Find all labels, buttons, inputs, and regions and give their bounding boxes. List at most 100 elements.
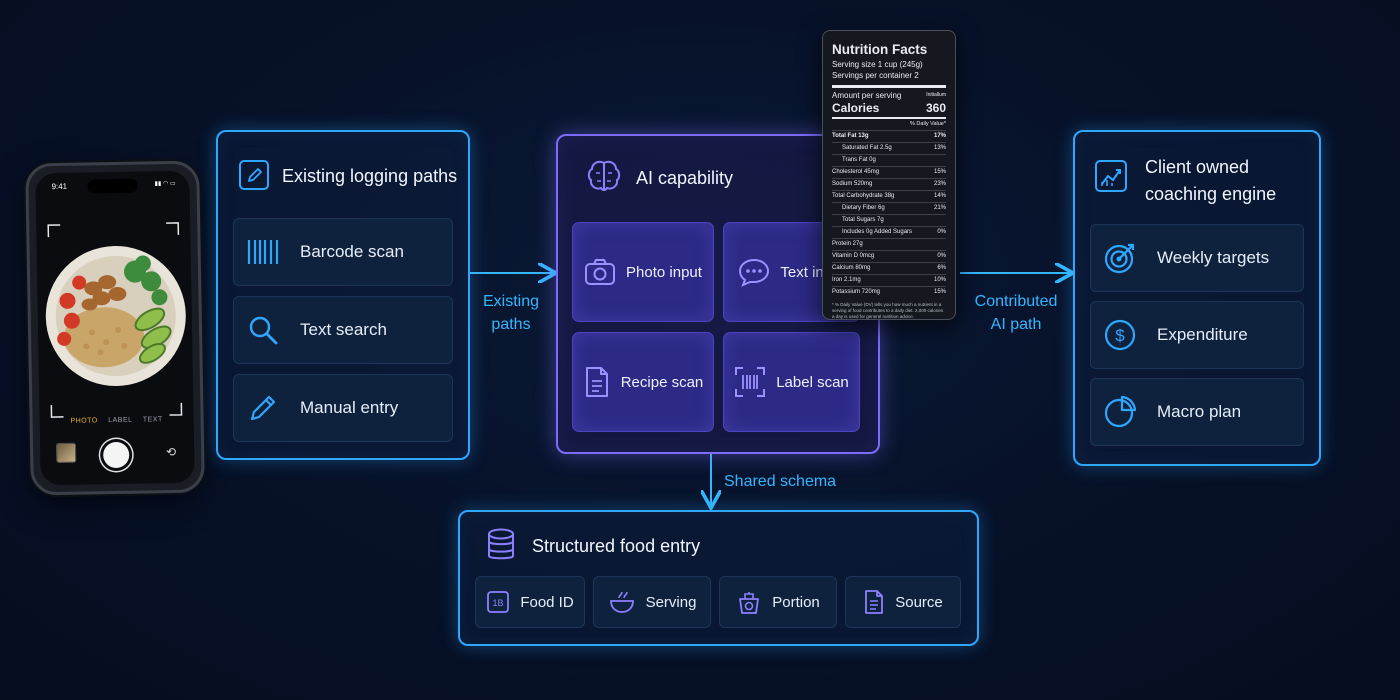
food-id-label: Food ID (520, 593, 574, 611)
phone: 9:41 ▮▮ ◠ ▭ (25, 160, 205, 496)
source-label: Source (895, 593, 943, 611)
nutrient-daily-value: 23% (933, 181, 946, 187)
recipe-scan-tile[interactable]: Recipe scan (572, 332, 714, 432)
nutrition-line: Total Fat 13g 17% (832, 130, 946, 142)
serving-label: Serving (645, 593, 697, 611)
nutrient-name: Sodium 520mg (832, 181, 873, 187)
bowl-icon (609, 591, 634, 613)
nutrition-footnote: * % Daily Value (DV) tells you how much … (832, 302, 944, 319)
servings-per-container: Servings per container 2 (832, 71, 919, 80)
calories-row: Calories 360 (832, 101, 946, 115)
svg-text:1B: 1B (493, 598, 504, 608)
nutrient-name: Trans Fat 0g (842, 157, 876, 163)
scale-icon (739, 592, 760, 614)
nutrition-line: Calcium 80mg 6% (832, 262, 946, 274)
serving-chip[interactable]: Serving (593, 576, 711, 628)
edit-icon (239, 160, 269, 190)
nutrient-daily-value: 14% (933, 193, 946, 199)
calories-value: 360 (925, 101, 946, 115)
nutrient-name: Total Carbohydrate 38g (832, 193, 895, 199)
nutrition-line: Saturated Fat 2.5g 13% (832, 142, 946, 154)
chart-trend-icon (1095, 160, 1127, 192)
logging-panel-title: Existing logging paths (282, 166, 458, 186)
phone-screen: 9:41 ▮▮ ◠ ▭ (35, 170, 195, 486)
nutrient-name: Dietary Fiber 6g (842, 205, 885, 211)
barcode-scan-label: Barcode scan (300, 242, 404, 261)
structured-panel-title: Structured food entry (532, 536, 701, 556)
phone-notch (87, 178, 138, 194)
nutrient-name: Total Fat 13g (832, 133, 869, 139)
pie-icon (1103, 395, 1137, 429)
barcode-scan-item[interactable]: Barcode scan (233, 218, 453, 286)
macro-plan-item[interactable]: Macro plan (1090, 378, 1304, 446)
nutrient-name: Saturated Fat 2.5g (842, 145, 892, 151)
nutrition-title: Nutrition Facts (832, 42, 928, 57)
nutrient-name: Potassium 720mg (832, 289, 881, 295)
nutrient-name: Total Sugars 7g (842, 217, 884, 223)
expenditure-item[interactable]: $ Expenditure (1090, 301, 1304, 369)
manual-entry-item[interactable]: Manual entry (233, 374, 453, 442)
pencil-icon (246, 391, 280, 425)
nutrient-name: Protein 27g (832, 241, 863, 247)
label-scan-label: Label scan (776, 373, 849, 391)
mode-label[interactable]: LABEL (108, 416, 133, 425)
label-scan-tile[interactable]: Label scan (723, 332, 860, 432)
brain-icon (587, 160, 621, 191)
ai-panel-title: AI capability (636, 168, 734, 188)
existing-logging-panel: Existing logging paths Barcode scan Text… (216, 130, 470, 460)
mode-photo[interactable]: PHOTO (70, 417, 98, 425)
document-icon (585, 367, 608, 397)
phone-time: 9:41 (51, 181, 68, 192)
nutrient-name: Calcium 80mg (832, 265, 871, 271)
id-icon: 1B (487, 591, 510, 613)
nutrient-daily-value: 21% (933, 205, 946, 211)
recipe-scan-label: Recipe scan (620, 373, 704, 391)
chat-icon (739, 258, 770, 287)
nutrient-daily-value: 17% (933, 133, 946, 139)
nutrition-line: Vitamin D 0mcg 0% (832, 250, 946, 262)
nutrient-daily-value: 0% (937, 253, 946, 259)
nutrition-line: Protein 27g (832, 238, 946, 250)
mode-text[interactable]: TEXT (142, 416, 163, 424)
text-search-item[interactable]: Text search (233, 296, 453, 364)
nutrient-daily-value: 6% (937, 265, 946, 271)
nutrition-line: Sodium 520mg 23% (832, 178, 946, 190)
barcode-icon (246, 235, 280, 269)
nutrient-daily-value: 0% (937, 229, 946, 235)
food-bowl-image (45, 245, 186, 386)
manual-entry-label: Manual entry (300, 398, 399, 417)
portion-chip[interactable]: Portion (719, 576, 837, 628)
nutrition-line: Potassium 720mg 15% (832, 286, 946, 298)
camera-modes: PHOTO LABEL TEXT (40, 416, 194, 426)
amount-per-serving: Amount per serving (832, 91, 902, 100)
shutter-button[interactable] (102, 441, 130, 469)
daily-value-header: % Daily Value* (910, 121, 946, 127)
gallery-thumbnail[interactable] (55, 442, 77, 464)
nutrient-daily-value: 13% (933, 145, 946, 151)
nutrient-name: Vitamin D 0mcg (832, 253, 875, 259)
portion-label: Portion (772, 593, 820, 611)
food-id-chip[interactable]: 1B Food ID (475, 576, 585, 628)
structured-food-entry-panel: Structured food entry 1B Food ID Serving… (458, 510, 979, 646)
nutrient-name: Cholesterol 45mg (832, 169, 880, 175)
serving-size: Serving size 1 cup (245g) (832, 60, 923, 69)
nutrient-daily-value: 15% (933, 169, 946, 175)
flip-camera-icon[interactable]: ⟲ (165, 444, 177, 460)
nutrient-name: Iron 2.1mg (832, 277, 861, 283)
camera-icon (585, 259, 616, 285)
photo-input-tile[interactable]: Photo input (572, 222, 714, 322)
weekly-targets-item[interactable]: Weekly targets (1090, 224, 1304, 292)
source-chip[interactable]: Source (845, 576, 961, 628)
nutrient-daily-value: 15% (933, 289, 946, 295)
calories-label: Calories (832, 101, 880, 115)
nutrition-facts-label: Nutrition Facts Serving size 1 cup (245g… (822, 30, 956, 320)
nutrition-line: Cholesterol 45mg 15% (832, 166, 946, 178)
source-doc-icon (865, 590, 884, 614)
nutrition-lines: Total Fat 13g 17% Saturated Fat 2.5g 13% Tra… (832, 130, 946, 298)
svg-text:$: $ (1115, 326, 1125, 345)
